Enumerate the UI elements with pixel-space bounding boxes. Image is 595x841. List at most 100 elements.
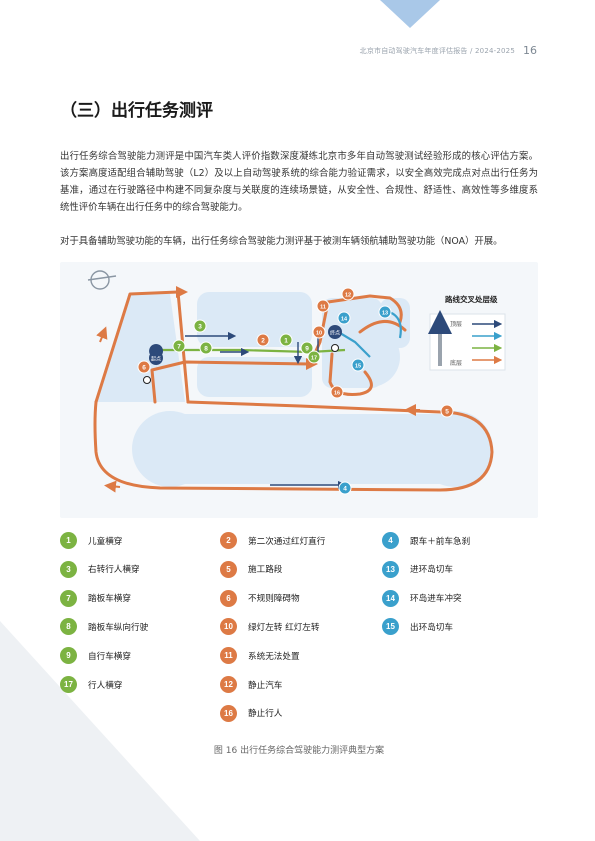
svg-text:6: 6 [142, 364, 146, 371]
map-marker-3: 3 [193, 319, 207, 333]
legend-badge: 11 [220, 647, 237, 665]
green-route [152, 348, 346, 354]
legend-label: 右转行人横穿 [88, 565, 140, 576]
legend-label: 出环岛切车 [410, 622, 453, 633]
legend-label: 踏板车纵向行驶 [88, 622, 149, 633]
legend-badge: 6 [220, 589, 237, 607]
legend-label: 进环岛切车 [410, 565, 453, 576]
map-marker-5: 5 [440, 404, 454, 418]
legend-item-13: 13 进环岛切车 [382, 560, 453, 578]
legend-badge: 13 [382, 560, 399, 578]
legend-item-6: 6 不规则障碍物 [220, 589, 300, 607]
legend-label: 系统无法处置 [248, 651, 300, 662]
legend-item-8: 8 踏板车纵向行驶 [60, 618, 149, 636]
svg-text:8: 8 [204, 345, 208, 352]
legend-item-15: 15 出环岛切车 [382, 618, 453, 636]
legend-item-1: 1 儿童横穿 [60, 532, 122, 549]
svg-text:15: 15 [355, 363, 361, 369]
map-marker-13: 13 [378, 305, 392, 319]
start-pin: 起点 [143, 344, 164, 384]
svg-text:3: 3 [198, 323, 202, 330]
legend-badge: 15 [382, 618, 399, 636]
layer-legend-title: 路线交叉处层级 [445, 294, 498, 304]
legend-badge: 1 [60, 532, 77, 549]
legend-badge: 2 [220, 532, 237, 549]
legend-badge: 7 [60, 589, 77, 607]
legend-item-7: 7 踏板车横穿 [60, 589, 131, 607]
map-marker-15: 15 [351, 358, 365, 372]
legend-badge: 3 [60, 560, 77, 578]
legend-badge: 4 [382, 532, 399, 549]
layer-top-label: 顶层 [450, 321, 462, 328]
svg-text:起点: 起点 [151, 357, 161, 363]
intro-paragraph: 出行任务综合驾驶能力测评是中国汽车类人评价指数深度凝练北京市多年自动驾驶测试经验… [60, 151, 538, 213]
legend-label: 静止汽车 [248, 680, 283, 691]
map-marker-11: 11 [316, 299, 330, 313]
legend-item-9: 9 自行车横穿 [60, 647, 131, 665]
legend-label: 踏板车横穿 [88, 594, 131, 605]
svg-text:4: 4 [343, 485, 347, 492]
map-marker-14: 14 [337, 311, 351, 325]
svg-text:12: 12 [345, 292, 351, 298]
legend-label: 行人横穿 [88, 680, 123, 691]
svg-text:7: 7 [177, 343, 181, 350]
page-header: 北京市自动驾驶汽车年度评估报告 / 2024-2025 16 [360, 44, 537, 57]
legend-label: 施工路段 [248, 565, 283, 576]
end-pin: 终点 [328, 325, 342, 352]
map-markers: 3 7 8 2 1 917 10 11 12 14 13 15 16 6 5 4 [137, 287, 454, 495]
map-marker-2: 2 [256, 333, 270, 347]
legend-badge: 9 [60, 647, 77, 665]
layer-legend: 路线交叉处层级 顶层 底层 [428, 294, 506, 371]
legend-badge: 10 [220, 618, 237, 636]
figure-caption: 图 16 出行任务综合驾驶能力测评典型方案 [213, 746, 385, 756]
legend-label: 儿童横穿 [88, 536, 123, 547]
legend-badge: 17 [60, 676, 77, 693]
map-marker-4: 4 [338, 481, 352, 495]
legend-badge: 16 [220, 704, 237, 722]
compass-icon [87, 270, 117, 290]
legend-label: 不规则障碍物 [248, 594, 300, 605]
map-marker-16: 16 [330, 385, 344, 399]
svg-text:10: 10 [316, 330, 322, 336]
noa-paragraph: 对于具备辅助驾驶功能的车辆，出行任务综合驾驶能力测评基于被测车辆领航辅助驾驶功能… [60, 236, 503, 247]
legend-label: 自行车横穿 [88, 651, 131, 662]
legend-item-17: 17 行人横穿 [60, 676, 122, 693]
svg-text:2: 2 [261, 337, 265, 344]
page-number: 16 [523, 44, 537, 57]
legend-item-14: 14 环岛进车冲突 [382, 589, 462, 607]
svg-text:11: 11 [320, 304, 326, 310]
legend-item-10: 10 绿灯左转 红灯左转 [220, 618, 320, 636]
legend-badge: 14 [382, 589, 399, 607]
map-marker-1: 1 [279, 333, 293, 347]
top-decoration-triangle [380, 0, 440, 28]
svg-text:5: 5 [445, 408, 449, 415]
svg-text:16: 16 [334, 390, 340, 396]
route-map-svg: 路线交叉处层级 顶层 底层 起点 终点 3 7 8 2 1 917 10 11 12 14 13 15… [87, 270, 506, 495]
map-marker-6: 6 [137, 360, 151, 374]
svg-text:14: 14 [341, 316, 348, 322]
legend-label: 环岛进车冲突 [410, 594, 462, 605]
svg-text:1: 1 [284, 337, 288, 344]
map-marker-17: 17 [307, 350, 321, 364]
svg-text:17: 17 [311, 355, 317, 361]
map-marker-10: 10 [312, 325, 326, 339]
map-marker-8: 8 [199, 341, 213, 355]
section-title: （三）出行任务测评 [60, 101, 213, 121]
svg-text:9: 9 [305, 345, 309, 352]
legend-badge: 8 [60, 618, 77, 636]
legend-item-3: 3 右转行人横穿 [60, 560, 140, 578]
bottom-decoration-triangle [0, 621, 200, 841]
legend-badge: 5 [220, 560, 237, 578]
report-title: 北京市自动驾驶汽车年度评估报告 / 2024-2025 [359, 46, 515, 55]
map-marker-9: 9 [300, 341, 314, 355]
legend-label: 绿灯左转 红灯左转 [248, 622, 320, 633]
legend-item-5: 5 施工路段 [220, 560, 283, 578]
svg-text:终点: 终点 [330, 330, 340, 337]
layer-bottom-label: 底层 [450, 359, 462, 367]
map-marker-12: 12 [341, 287, 355, 301]
